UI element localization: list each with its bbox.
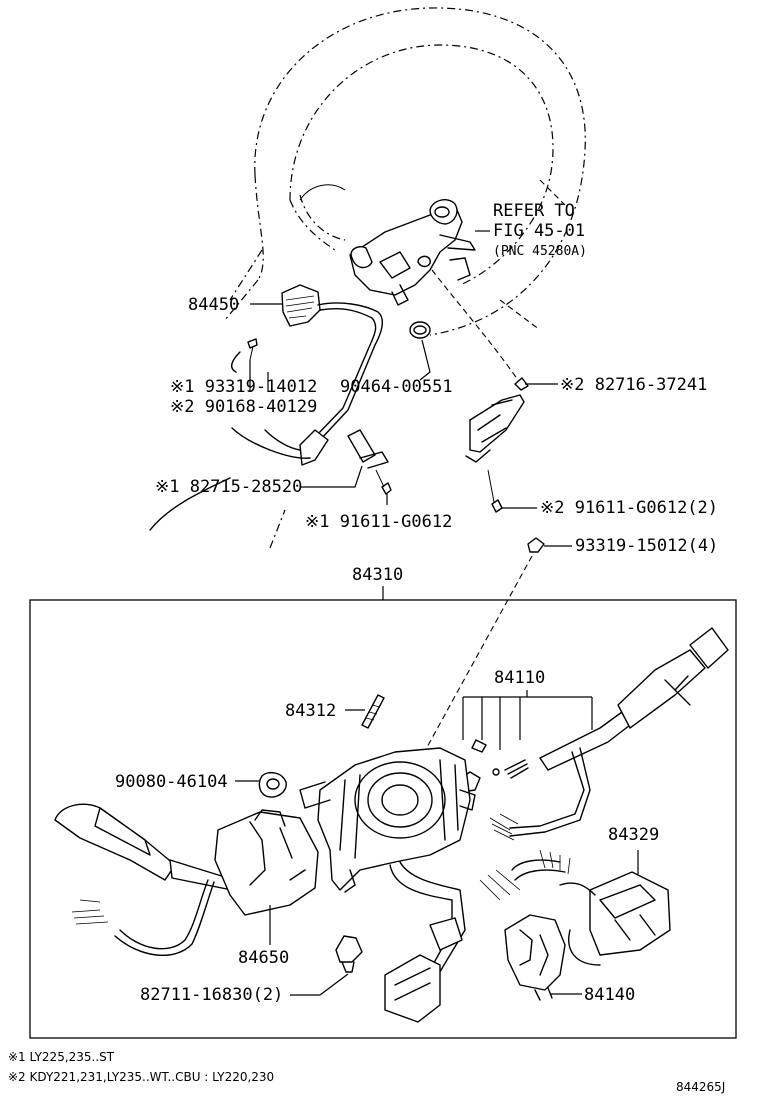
- part-84450-harness: [281, 284, 383, 466]
- steering-lock-assembly: [349, 199, 476, 306]
- clip-82711-16830: [335, 935, 363, 973]
- label-84110: 84110: [494, 668, 545, 688]
- label-84140: 84140: [584, 985, 635, 1005]
- label-90464-00551: 90464-00551: [340, 377, 453, 397]
- footnote-1: ※1 LY225,235..ST: [8, 1050, 115, 1064]
- part-84329-connector: [559, 871, 671, 966]
- clip-90080-46104: [258, 771, 287, 798]
- label-91611-g0612-left: ※1 91611-G0612: [305, 512, 452, 532]
- screw-93319-15012: [527, 537, 545, 553]
- switch-connector-bottom: [384, 917, 463, 1023]
- assembly-box-84310: [29, 599, 737, 1039]
- figure-id: 844265J: [676, 1080, 725, 1094]
- label-84329: 84329: [608, 825, 659, 845]
- part-84650-wiper-switch: [54, 803, 319, 956]
- label-93319-15012: 93319-15012(4): [575, 536, 718, 556]
- refer-line-2: FIG 45-01: [493, 221, 585, 241]
- label-84310: 84310: [352, 565, 403, 585]
- screw-91611-g0612-left: [375, 469, 392, 495]
- label-82711-16830: 82711-16830(2): [140, 985, 283, 1005]
- label-90080-46104: 90080-46104: [115, 772, 228, 792]
- label-84650: 84650: [238, 948, 289, 968]
- label-90168-40129: ※2 90168-40129: [170, 397, 317, 417]
- part-84140-switch: [479, 849, 571, 1001]
- footnote-2: ※2 KDY221,231,LY235..WT..CBU : LY220,230: [8, 1070, 274, 1084]
- bracket-82716-37241: [465, 394, 525, 463]
- part-84312-pin: [361, 694, 385, 729]
- clamp-90464-00551: [409, 321, 431, 339]
- bracket-82715-28520: [347, 429, 389, 469]
- label-82715-28520: ※1 82715-28520: [155, 477, 302, 497]
- steering-wheel-phantom: [224, 7, 586, 336]
- part-84310-switch-body: [299, 747, 476, 976]
- label-84312: 84312: [285, 701, 336, 721]
- part-84110-turn-lever: [489, 627, 729, 841]
- screw-91611-g0612-right: [487, 469, 503, 513]
- label-91611-g0612-right: ※2 91611-G0612(2): [540, 498, 718, 518]
- screw-93319-14012: [247, 338, 258, 361]
- label-82716-37241: ※2 82716-37241: [560, 375, 707, 395]
- label-84450: 84450: [188, 295, 239, 315]
- label-93319-14012: ※1 93319-14012: [170, 377, 317, 397]
- refer-line-1: REFER TO: [493, 201, 575, 221]
- column-cover-phantom: [149, 427, 311, 549]
- refer-line-3: (PNC 45280A): [493, 244, 587, 259]
